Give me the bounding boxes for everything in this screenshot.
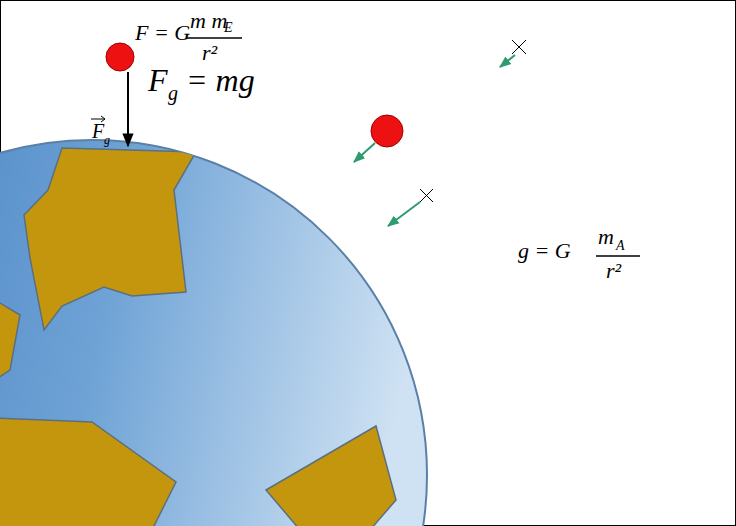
field-arrow: [388, 202, 420, 226]
force-label: F: [92, 120, 104, 143]
continents: [0, 148, 396, 526]
continent: [0, 418, 176, 526]
force-subscript: g: [104, 134, 110, 148]
mass-ball: [106, 43, 134, 71]
point-mark: [512, 40, 526, 54]
formula-text: m: [598, 224, 614, 249]
continent: [0, 300, 20, 380]
vector-arrow: [91, 119, 105, 120]
formula-text: = mg: [186, 62, 255, 99]
formula-text: r²: [202, 40, 217, 65]
continent: [266, 426, 396, 526]
formula-subscript: g: [168, 82, 178, 105]
formula-text: m m: [190, 8, 227, 33]
earth: [0, 140, 427, 526]
formula-text: r²: [606, 258, 621, 283]
formula-subscript: A: [616, 238, 625, 254]
continent: [24, 148, 196, 330]
formula-text: F = G: [135, 20, 190, 45]
force-arrow: [127, 72, 129, 146]
mass-ball: [371, 115, 403, 147]
formula-subscript: E: [224, 20, 233, 36]
formula-text: g = G: [518, 238, 571, 263]
fraction-bar: [596, 255, 640, 256]
field-arrow: [354, 143, 375, 162]
point-mark: [420, 189, 433, 202]
fraction-bar: [186, 37, 242, 38]
formula-text: F: [148, 62, 168, 99]
field-arrow: [500, 55, 515, 67]
